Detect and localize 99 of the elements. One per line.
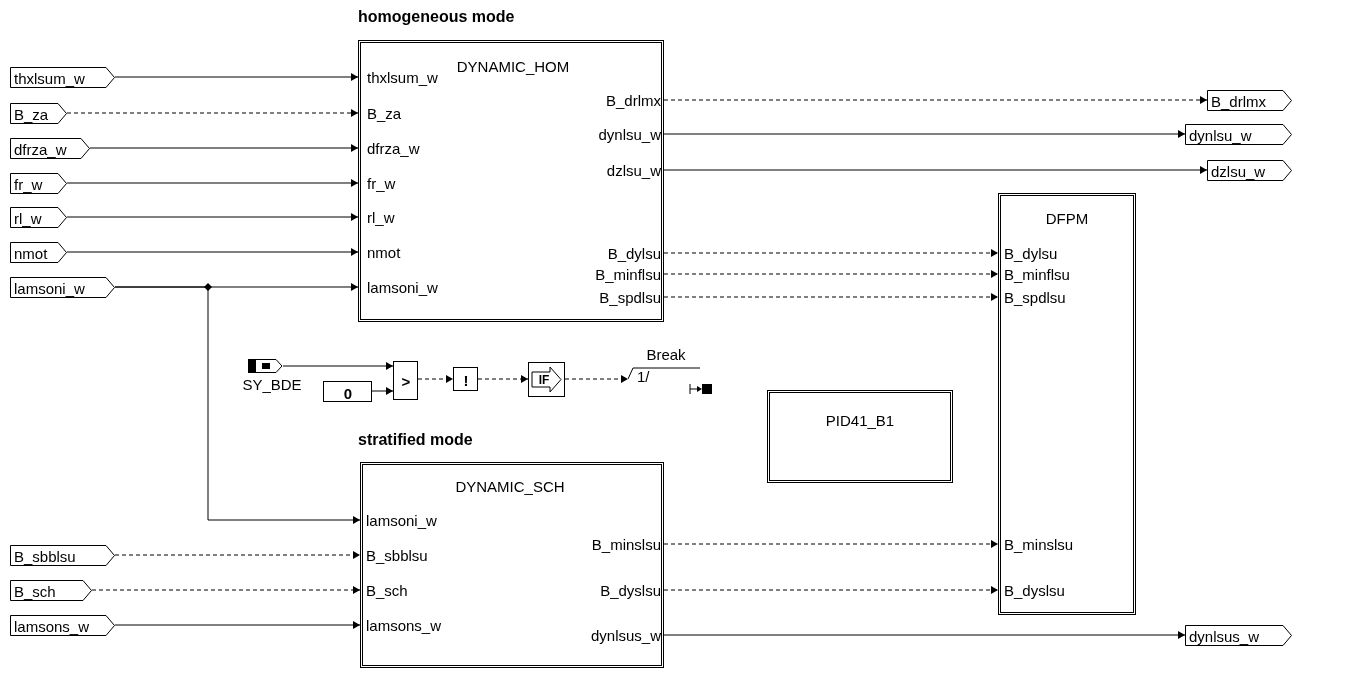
signal-line (114, 73, 359, 81)
if-label: IF (538, 374, 550, 386)
operator-symbol: ! (463, 372, 469, 388)
signal-name: SY_BDE (242, 376, 302, 392)
signal-line (66, 109, 359, 117)
signal-tag (10, 545, 115, 566)
signal-line (282, 362, 394, 370)
signal-tag (10, 242, 67, 263)
function-block (358, 40, 664, 322)
port-label: lamsons_w (366, 617, 442, 633)
signal-line (66, 248, 359, 256)
signal-tag (10, 173, 67, 194)
signal-line (663, 249, 999, 257)
port-label: fr_w (367, 175, 396, 191)
signal-name: B_drlmx (1211, 93, 1266, 108)
operator-symbol: > (401, 373, 411, 389)
signal-name: dfrza_w (14, 141, 67, 156)
signal-tag (10, 580, 92, 601)
port-label: B_dyslsu (600, 582, 661, 598)
system-constant (244, 358, 300, 392)
port-label: B_spdlsu (1004, 289, 1066, 305)
signal-name: dzlsu_w (1211, 163, 1266, 178)
port-label: B_dylsu (1004, 245, 1058, 261)
port-label: B_minflsu (1004, 266, 1070, 282)
port-label: B_za (367, 105, 402, 121)
port-label: B_dylsu (607, 245, 661, 261)
function-block (998, 193, 1136, 615)
port-label: B_minflsu (595, 266, 661, 282)
signal-name: lamsons_w (14, 618, 90, 633)
signal-tag (10, 277, 115, 298)
signal-line (66, 213, 359, 221)
signal-line (663, 631, 1186, 639)
operator-box (393, 361, 418, 400)
port-label: nmot (367, 244, 401, 260)
port-label: dfrza_w (367, 140, 420, 156)
port-label: thxlsum_w (367, 69, 438, 85)
port-label: B_dyslsu (1004, 582, 1065, 598)
signal-line (114, 551, 361, 559)
signal-tag (1185, 124, 1292, 145)
signal-line (663, 270, 999, 278)
signal-tag (10, 103, 67, 124)
signal-name: fr_w (14, 176, 43, 191)
signal-line (66, 179, 359, 187)
port-label: dynlsu_w (598, 126, 661, 142)
port-label: B_spdlsu (599, 289, 661, 305)
function-block (767, 390, 953, 483)
signal-line (477, 375, 529, 383)
port-label: B_drlmx (606, 92, 661, 108)
signal-line (417, 375, 454, 383)
signal-tag (10, 138, 90, 159)
signal-line (114, 621, 361, 629)
port-label: rl_w (367, 209, 395, 225)
function-block (360, 462, 664, 668)
operator-symbol: 0 (343, 385, 353, 401)
block-title: DFPM (1045, 210, 1089, 226)
signal-name: thxlsum_w (14, 70, 85, 85)
signal-tag (1207, 160, 1292, 181)
signal-tag (1185, 625, 1292, 646)
signal-line (564, 375, 629, 383)
signal-tag (1207, 90, 1292, 111)
break-value: 1/ (637, 368, 650, 384)
signal-name: B_sch (14, 583, 56, 598)
signal-tag (10, 207, 67, 228)
signal-name: B_sbblsu (14, 548, 76, 563)
port-label: dzlsu_w (606, 162, 661, 178)
block-title: DYNAMIC_HOM (456, 58, 570, 74)
block-title: PID41_B1 (825, 412, 895, 428)
signal-line (114, 286, 361, 524)
signal-line (663, 130, 1186, 138)
signal-name: nmot (14, 245, 48, 260)
block-heading: stratified mode (358, 432, 473, 448)
operator-box (323, 381, 372, 402)
port-label: lamsoni_w (367, 279, 438, 295)
signal-line (91, 586, 361, 594)
port-label: B_minslsu (591, 536, 661, 552)
port-label: B_minslsu (1004, 536, 1074, 552)
signal-line (663, 540, 999, 548)
signal-line (663, 293, 999, 301)
port-label: B_sbblsu (366, 547, 428, 563)
port-label: lamsoni_w (366, 512, 437, 528)
signal-name: lamsoni_w (14, 280, 85, 295)
signal-tag (10, 615, 115, 636)
signal-line (371, 387, 394, 395)
signal-name: dynlsus_w (1189, 628, 1260, 643)
signal-name: B_za (14, 106, 49, 121)
operator-box (453, 367, 478, 391)
block-heading: homogeneous mode (358, 9, 515, 25)
port-label: B_sch (366, 582, 408, 598)
signal-line (89, 144, 359, 152)
break-label: Break (646, 346, 686, 362)
if-block (528, 362, 565, 397)
port-label: dynlsus_w (590, 627, 661, 643)
signal-line (663, 166, 1208, 174)
signal-name: rl_w (14, 210, 42, 225)
signal-tag (10, 67, 115, 88)
block-title: DYNAMIC_SCH (455, 478, 565, 494)
signal-name: dynlsu_w (1189, 127, 1252, 142)
signal-line (663, 96, 1208, 104)
signal-line (663, 586, 999, 594)
